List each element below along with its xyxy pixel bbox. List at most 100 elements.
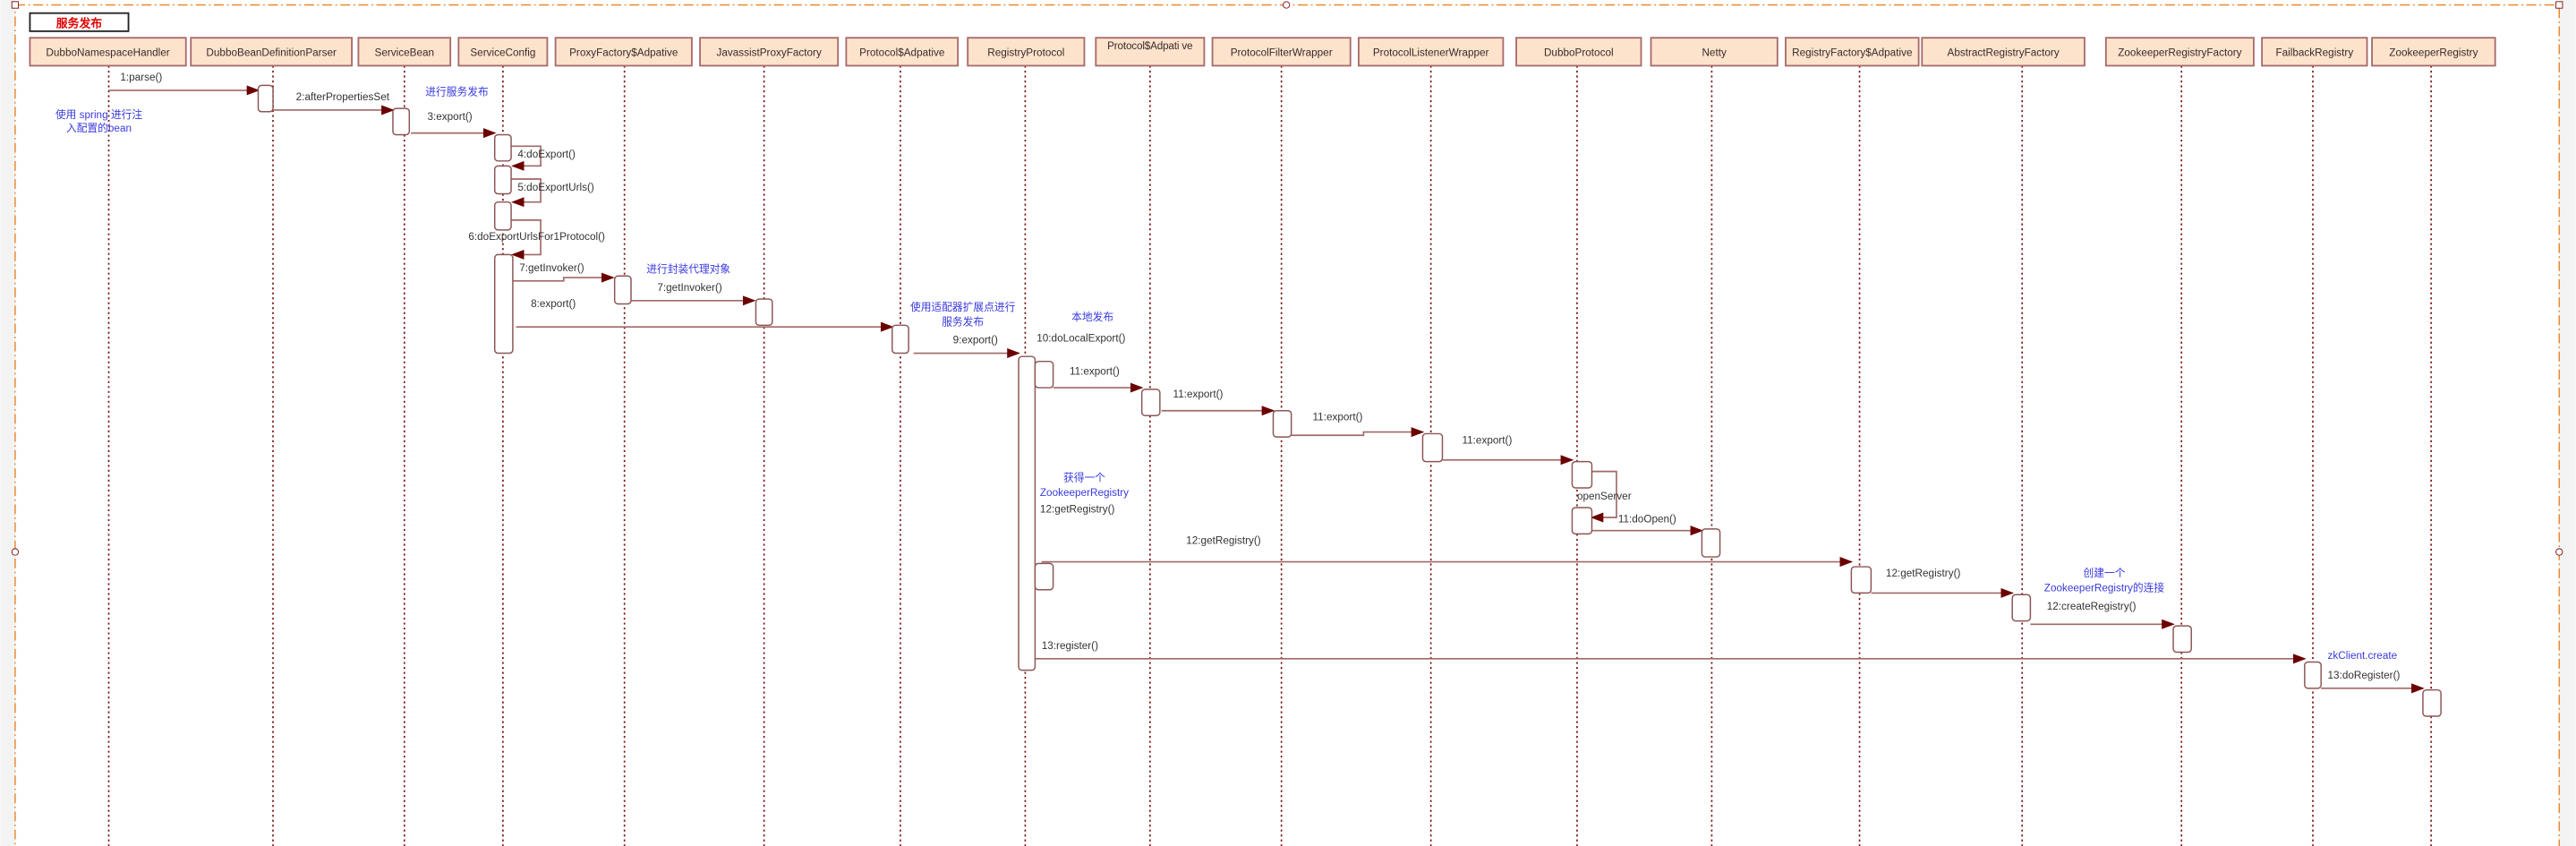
message-label: 12:getRegistry() (1886, 568, 1961, 579)
activation-bar[interactable] (613, 275, 632, 305)
participant-label: ServiceBean (375, 47, 435, 58)
message-label: 3:export() (427, 111, 472, 123)
canvas-grid-left (0, 0, 15, 846)
participant-box[interactable] (1515, 37, 1642, 67)
activation-bar[interactable] (493, 253, 514, 355)
message-arrow[interactable] (1291, 427, 1425, 438)
frame-handle-left-mid[interactable] (11, 548, 20, 556)
participant-box[interactable] (2261, 37, 2368, 67)
message-arrow[interactable] (511, 145, 542, 171)
participant-box[interactable] (1650, 37, 1778, 67)
activation-bar[interactable] (1701, 528, 1721, 558)
message-label: 10:doLocalExport() (1036, 333, 1125, 345)
message-arrow[interactable] (511, 178, 542, 208)
frame-handle-right-mid[interactable] (2555, 548, 2563, 556)
message-label: 11:export() (1463, 434, 1513, 446)
activation-bar[interactable] (2011, 594, 2032, 622)
message-label: 12:getRegistry() (1040, 504, 1115, 516)
activation-bar[interactable] (493, 133, 512, 162)
participant-box[interactable] (1357, 37, 1505, 67)
message-arrow[interactable] (512, 272, 615, 283)
activation-bar[interactable] (1018, 355, 1036, 671)
activation-bar[interactable] (392, 107, 411, 136)
note-text: 进行服务发布 (425, 85, 489, 98)
title-box[interactable] (29, 12, 130, 32)
participant-box[interactable] (457, 37, 549, 67)
activation-bar[interactable] (1034, 360, 1054, 389)
participant-label: AbstractRegistryFactory (1948, 47, 2060, 58)
participant-label: DubboNamespaceHandler (46, 47, 169, 58)
activation-bar[interactable] (1421, 432, 1444, 463)
message-label: 11:doOpen() (1618, 514, 1676, 526)
message-label: 13:doRegister() (2328, 670, 2401, 681)
participant-box[interactable] (1095, 37, 1206, 67)
participant-box[interactable] (29, 37, 187, 67)
message-label: 11:export() (1173, 389, 1224, 400)
note-text: 服务发布 (942, 315, 984, 328)
message-label: 9:export() (953, 335, 998, 346)
participant-label: RegistryProtocol (987, 47, 1064, 58)
participant-label: ProtocolListenerWrapper (1373, 47, 1489, 58)
participant-box[interactable] (1921, 37, 2086, 67)
participant-label: ZookeeperRegistryFactory (2118, 47, 2241, 58)
participant-box[interactable] (699, 37, 840, 67)
activation-bar[interactable] (257, 84, 274, 113)
activation-bar[interactable] (493, 165, 512, 195)
note-text: 创建一个 (2083, 567, 2125, 579)
note-text: ZookeeperRegistry (1040, 487, 1129, 499)
participant-box[interactable] (2371, 37, 2496, 67)
activation-bar[interactable] (755, 298, 773, 327)
activation-bar[interactable] (1140, 389, 1161, 416)
message-arrow[interactable] (511, 219, 542, 260)
diagram-title: 服务发布 (56, 16, 102, 30)
frame-handle-top-left[interactable] (11, 1, 20, 9)
frame-handle-top-right[interactable] (2555, 1, 2563, 9)
participant-box[interactable] (845, 37, 960, 67)
participant-box[interactable] (1211, 37, 1352, 67)
participant-box[interactable] (190, 37, 353, 67)
participant-label: DubboProtocol (1544, 47, 1614, 58)
participant-label: ProxyFactory$Adpative (569, 47, 678, 58)
participant-label: Protocol$Adpative (859, 47, 944, 58)
participant-label: ZookeeperRegistry (2389, 47, 2478, 58)
activation-bar[interactable] (1034, 562, 1054, 591)
participant-label: ServiceConfig (470, 47, 535, 58)
note-text: 进行封装代理对象 (646, 263, 730, 276)
activation-bar[interactable] (891, 324, 909, 355)
message-label: 7:getInvoker() (657, 282, 721, 294)
participant-label: DubboBeanDefinitionParser (206, 47, 337, 58)
frame-handle-top-mid[interactable] (1283, 1, 1291, 9)
message-label: 4:doExport() (517, 149, 576, 160)
note-text: ZookeeperRegistry的连接 (2044, 582, 2165, 594)
participant-label: Protocol$Adpati ve (1107, 40, 1192, 52)
participant-box[interactable] (554, 37, 693, 67)
activation-bar[interactable] (1571, 460, 1593, 489)
message-label: 13:register() (1042, 640, 1098, 652)
message-label: 6:doExportUrlsFor1Protocol() (468, 231, 605, 243)
message-label: 2:afterPropertiesSet (296, 91, 390, 103)
message-arrow[interactable] (1590, 470, 1617, 523)
message-label: openServer (1577, 491, 1632, 502)
note-text: zkClient.create (2328, 650, 2398, 662)
participant-box[interactable] (2104, 37, 2255, 67)
participant-box[interactable] (967, 37, 1086, 67)
participant-label: RegistryFactory$Adpative (1792, 47, 1912, 58)
message-label: 5:doExportUrls() (517, 182, 594, 193)
activation-bar[interactable] (2304, 661, 2322, 689)
message-label: 12:getRegistry() (1186, 534, 1261, 546)
activation-bar[interactable] (1850, 566, 1872, 594)
participant-box[interactable] (1785, 37, 1920, 67)
message-label: 8:export() (531, 298, 576, 310)
activation-bar[interactable] (1571, 507, 1593, 535)
activation-bar[interactable] (2422, 688, 2442, 717)
activation-bar[interactable] (493, 201, 512, 231)
activation-bar[interactable] (1272, 410, 1292, 438)
participant-label: JavassistProxyFactory (716, 47, 822, 58)
message-label: 11:export() (1313, 412, 1363, 423)
participant-box[interactable] (357, 37, 452, 67)
message-label: 7:getInvoker() (519, 262, 584, 274)
note-text: 本地发布 (1071, 311, 1113, 323)
participant-label: FailbackRegistry (2275, 47, 2353, 58)
activation-bar[interactable] (2172, 625, 2192, 654)
